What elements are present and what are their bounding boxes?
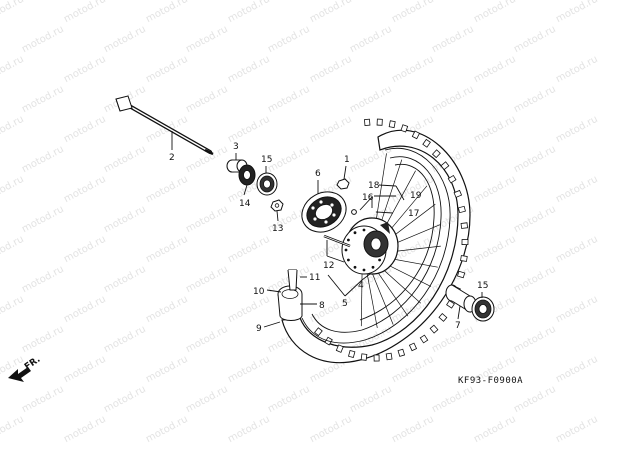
brake-disc <box>301 191 347 233</box>
nut <box>270 199 284 212</box>
tread-block <box>348 349 356 359</box>
tread-block <box>461 239 469 246</box>
tread-block <box>385 352 393 361</box>
tread-block <box>408 342 418 352</box>
tread-block <box>411 130 421 140</box>
hub-hole <box>353 265 357 269</box>
callout-3: 3 <box>233 142 239 152</box>
rim <box>301 147 451 344</box>
wheel-hub <box>341 217 399 275</box>
tread-block <box>373 354 380 362</box>
callout-15a: 15 <box>261 155 272 165</box>
tread-block <box>397 348 406 357</box>
spoke-nipple <box>351 209 357 215</box>
callout-8: 8 <box>319 301 325 311</box>
callout-7: 7 <box>455 321 461 331</box>
callout-19: 19 <box>410 191 422 201</box>
wheel-bearing-right <box>471 296 495 322</box>
tread-block <box>388 120 396 129</box>
callout-1: 1 <box>344 155 350 165</box>
tread-block <box>360 353 368 361</box>
hub-hole <box>347 258 350 262</box>
tread-block <box>376 118 383 126</box>
front-direction-arrow: FR. <box>8 355 42 382</box>
callout-4: 4 <box>358 281 364 291</box>
tread-block <box>453 189 463 198</box>
tread-block <box>419 334 429 344</box>
hub-bolt <box>323 234 351 248</box>
tread-block <box>460 255 468 262</box>
tread-block <box>335 344 344 353</box>
tread-block <box>457 205 466 214</box>
tread-block <box>400 124 409 133</box>
tread-block <box>431 149 441 159</box>
tread-block <box>364 118 371 127</box>
hub-hole <box>362 268 366 272</box>
callout-6: 6 <box>315 169 321 179</box>
callout-14: 14 <box>239 199 251 209</box>
spoke-nut <box>336 178 350 190</box>
callout-15b: 15 <box>477 281 488 291</box>
callout-17: 17 <box>408 209 419 219</box>
dust-seal <box>238 164 256 186</box>
callout-5: 5 <box>342 299 348 309</box>
callout-16: 16 <box>362 193 374 203</box>
hub-hole <box>371 265 375 269</box>
callout-2: 2 <box>169 153 175 163</box>
callout-18: 18 <box>368 181 380 191</box>
tread-block <box>460 222 469 229</box>
direction-label: FR. <box>23 355 42 373</box>
hub-hole <box>347 238 350 242</box>
tread-block <box>438 312 448 322</box>
diagram-code: KF93-F0900A <box>458 376 523 386</box>
callout-labels: 1 2 3 4 5 6 7 8 9 10 11 12 13 14 15 15 1… <box>169 142 488 334</box>
callout-11: 11 <box>309 273 320 283</box>
callout-12: 12 <box>323 261 334 271</box>
hub-hole <box>344 248 348 252</box>
tread-block <box>446 300 455 309</box>
side-collar-right <box>445 284 477 313</box>
callout-9: 9 <box>256 324 262 334</box>
tread-block <box>440 161 450 171</box>
hub-hole <box>362 228 366 232</box>
front-axle <box>115 95 214 156</box>
tire-tread <box>314 118 469 362</box>
hub-hole <box>353 231 357 235</box>
callout-10: 10 <box>253 287 265 297</box>
tread-block <box>429 324 439 334</box>
tread-block <box>457 270 466 279</box>
callout-13: 13 <box>272 224 283 234</box>
tread-block <box>422 138 431 148</box>
wheel-bearing-left <box>256 172 278 196</box>
tread-block <box>314 327 323 337</box>
tube-valve <box>277 269 303 321</box>
tread-block <box>447 174 457 184</box>
hub-hole <box>378 258 381 262</box>
tire <box>281 118 471 364</box>
leader-lines <box>171 131 483 328</box>
